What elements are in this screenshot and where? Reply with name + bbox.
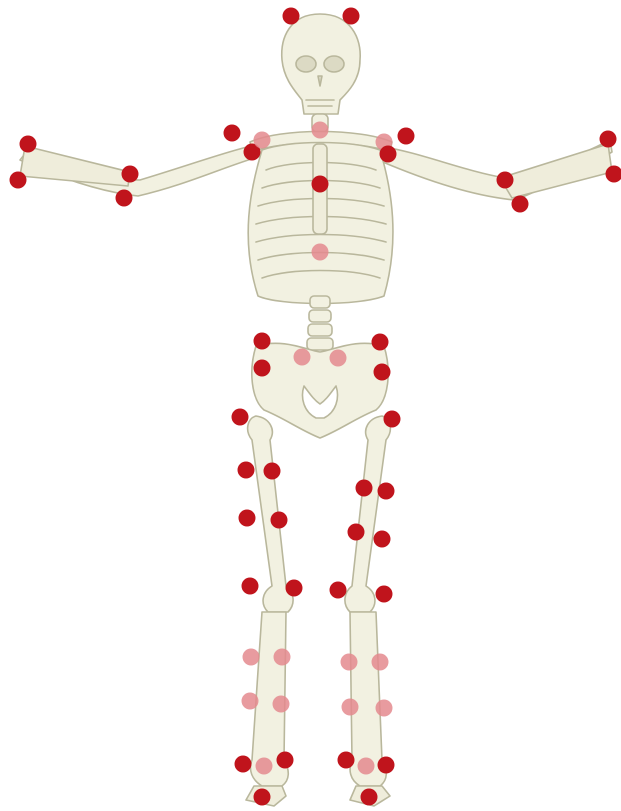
marker-point-14 [312, 176, 329, 193]
marker-point-36 [242, 578, 259, 595]
marker-point-2 [343, 8, 360, 25]
marker-point-9 [254, 132, 271, 149]
left-leg [345, 416, 390, 806]
marker-point-6 [116, 190, 133, 207]
marker-point-20 [254, 333, 271, 350]
marker-point-28 [238, 462, 255, 479]
marker-point-48 [235, 756, 252, 773]
marker-point-40 [243, 649, 260, 666]
marker-point-26 [232, 409, 249, 426]
marker-point-55 [361, 789, 378, 806]
marker-point-44 [242, 693, 259, 710]
marker-point-16 [600, 131, 617, 148]
marker-point-35 [374, 531, 391, 548]
marker-point-24 [330, 350, 347, 367]
marker-point-22 [254, 360, 271, 377]
marker-point-27 [384, 411, 401, 428]
skull [282, 14, 360, 114]
marker-point-34 [348, 524, 365, 541]
marker-point-38 [330, 582, 347, 599]
marker-point-15 [312, 244, 329, 261]
marker-point-23 [294, 349, 311, 366]
marker-point-25 [374, 364, 391, 381]
marker-point-53 [358, 758, 375, 775]
marker-point-10 [312, 122, 329, 139]
marker-point-13 [398, 128, 415, 145]
marker-point-30 [356, 480, 373, 497]
marker-point-18 [497, 172, 514, 189]
left-arm [378, 140, 612, 200]
marker-point-31 [378, 483, 395, 500]
marker-point-47 [376, 700, 393, 717]
marker-point-5 [122, 166, 139, 183]
marker-point-29 [264, 463, 281, 480]
marker-point-45 [273, 696, 290, 713]
marker-point-19 [512, 196, 529, 213]
marker-point-50 [338, 752, 355, 769]
marker-point-54 [254, 789, 271, 806]
marker-point-49 [277, 752, 294, 769]
marker-point-12 [380, 146, 397, 163]
marker-point-21 [372, 334, 389, 351]
rib-cage [248, 143, 393, 304]
spine [307, 296, 333, 350]
marker-point-33 [271, 512, 288, 529]
marker-point-1 [283, 8, 300, 25]
marker-point-42 [341, 654, 358, 671]
marker-point-4 [10, 172, 27, 189]
right-arm [20, 142, 268, 196]
marker-point-43 [372, 654, 389, 671]
marker-point-32 [239, 510, 256, 527]
marker-point-3 [20, 136, 37, 153]
marker-point-52 [256, 758, 273, 775]
marker-point-37 [286, 580, 303, 597]
marker-point-7 [224, 125, 241, 142]
marker-point-51 [378, 757, 395, 774]
marker-point-41 [274, 649, 291, 666]
marker-point-39 [376, 586, 393, 603]
marker-point-46 [342, 699, 359, 716]
